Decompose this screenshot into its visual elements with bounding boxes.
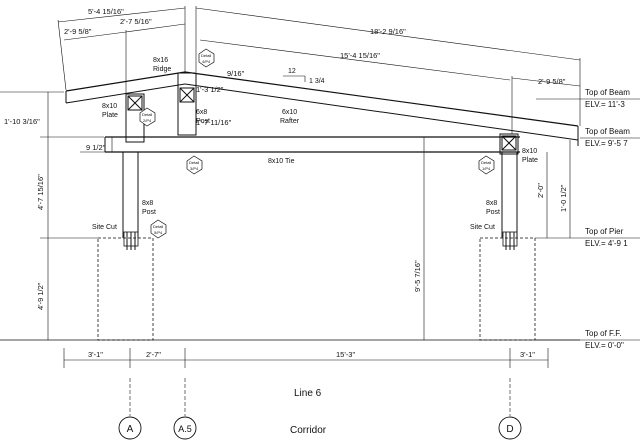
- site-cut-left: Site Cut: [92, 224, 117, 231]
- ridge-depth: 1'-3 1/2": [196, 85, 224, 94]
- left-plate-label-1: 8x10: [102, 103, 117, 110]
- left-post-label-2: Post: [142, 209, 156, 216]
- elevation-1-value: ELV.= 11'-3: [585, 100, 625, 109]
- line-label: Line 6: [294, 388, 322, 399]
- elevation-4-value: ELV.= 0'-0": [585, 341, 624, 350]
- right-plate-label-2: Plate: [522, 157, 538, 164]
- right-2ft: 2'-0": [536, 183, 545, 198]
- detail-tag-right: Detail 1/P4: [478, 155, 495, 175]
- detail-tag-plate: Detail 2/P4: [139, 107, 156, 127]
- detail-tag-base: Detail 5/P4: [150, 219, 167, 239]
- svg-text:Detail: Detail: [481, 160, 491, 165]
- tie-offset: 9 1/2": [86, 143, 106, 152]
- tie-label: 8x10 Tie: [268, 158, 295, 165]
- left-post-label-1: 8x8: [142, 200, 153, 207]
- elevation-2-title: Top of Beam: [585, 127, 630, 136]
- bottom-dim-2: 2'-7": [146, 350, 161, 359]
- right-1ft: 1'-0 1/2": [559, 184, 568, 212]
- dim-top-f: 2'-9 5/8": [538, 77, 566, 86]
- svg-text:A: A: [127, 424, 134, 435]
- bottom-dim-4: 3'-1": [520, 350, 535, 359]
- rafter-label-1: 6x10: [282, 109, 297, 116]
- slope-rise: 1 3/4: [309, 78, 325, 85]
- corridor-label: Corridor: [290, 425, 327, 436]
- left-height: 1'-10 3/16": [4, 117, 40, 126]
- svg-text:Detail: Detail: [153, 224, 163, 229]
- ridge-offset: 9/16": [227, 69, 245, 78]
- post-6x8-label-1: 6x8: [196, 109, 207, 116]
- right-post-label-1: 8x8: [486, 200, 497, 207]
- svg-text:Detail: Detail: [201, 53, 211, 58]
- dimension-lines: [0, 6, 640, 416]
- elevation-3-title: Top of Pier: [585, 227, 624, 236]
- dim-top-c: 2'-7 5/16": [120, 17, 152, 26]
- dim-top-e: 15'-4 15/16": [340, 51, 380, 60]
- svg-text:3/P4: 3/P4: [190, 166, 199, 171]
- grid-bubble-a5: A.5: [173, 416, 197, 440]
- dim-top-d: 18'-2 9/16": [370, 27, 406, 36]
- ridge-label-2: Ridge: [153, 66, 171, 73]
- elevation-2-value: ELV.= 9'-5 7: [585, 139, 628, 148]
- svg-text:1/P4: 1/P4: [482, 166, 491, 171]
- slope-run: 12: [288, 68, 296, 75]
- ridge-label-1: 8x16: [153, 57, 168, 64]
- detail-tag-tie: Detail 3/P4: [186, 155, 203, 175]
- bottom-dim-1: 3'-1": [88, 350, 103, 359]
- elevation-1-title: Top of Beam: [585, 88, 630, 97]
- center-height: 9'-5 7/16": [413, 260, 422, 292]
- right-post-label-2: Post: [486, 209, 500, 216]
- site-cut-right: Site Cut: [470, 224, 495, 231]
- detail-tag-ridge: Detail 4/P4: [198, 48, 215, 68]
- svg-text:D: D: [506, 424, 513, 435]
- svg-text:A.5: A.5: [178, 424, 192, 434]
- svg-text:2/P4: 2/P4: [143, 118, 152, 123]
- svg-text:4/P4: 4/P4: [202, 59, 211, 64]
- grid-bubble-d: D: [498, 416, 522, 440]
- svg-text:Detail: Detail: [142, 112, 152, 117]
- bottom-dim-3: 15'-3": [336, 350, 355, 359]
- elevation-4-title: Top of F.F.: [585, 329, 621, 338]
- grid-bubble-a: A: [118, 416, 142, 440]
- post-height: 4'-7 15/16": [36, 174, 45, 210]
- svg-text:5/P4: 5/P4: [154, 230, 163, 235]
- left-plate-label-2: Plate: [102, 112, 118, 119]
- rafter-label-2: Rafter: [280, 118, 300, 125]
- svg-text:Detail: Detail: [189, 160, 199, 165]
- post-6x8-label-2: Post: [196, 118, 210, 125]
- dim-top-b: 2'-9 5/8": [64, 27, 92, 36]
- pier-height: 4'-9 1/2": [36, 282, 45, 310]
- right-plate-label-1: 8x10: [522, 148, 537, 155]
- dim-top-a: 5'-4 15/16": [88, 7, 124, 16]
- elevation-3-value: ELV.= 4'-9 1: [585, 239, 628, 248]
- post-len: 1'-7 11/16": [196, 118, 232, 127]
